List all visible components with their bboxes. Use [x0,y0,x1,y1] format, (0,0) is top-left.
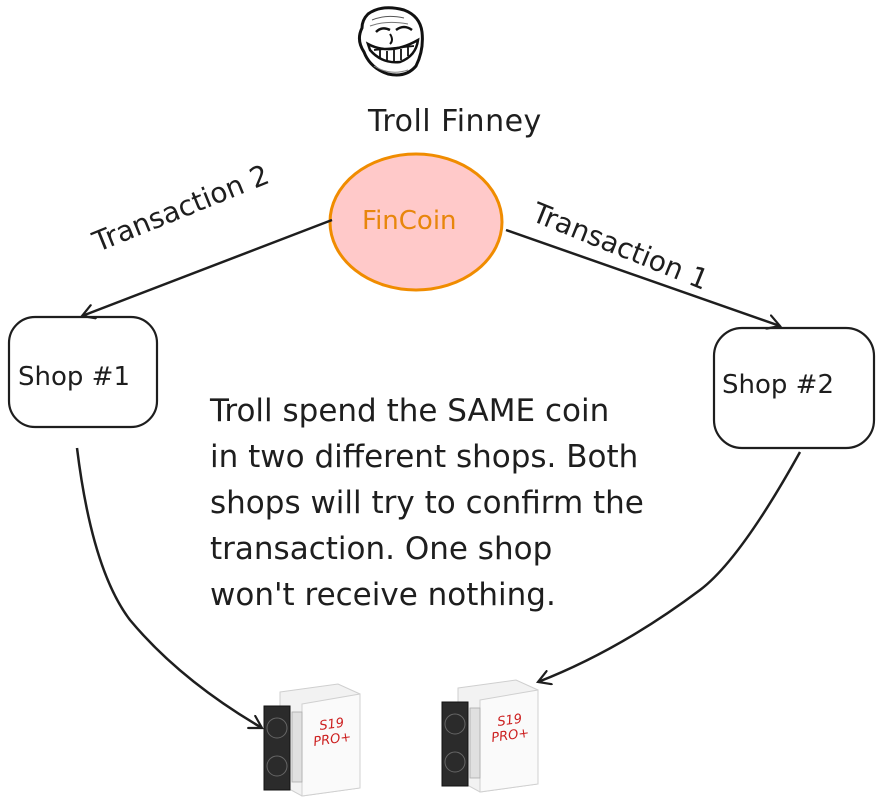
transaction-1-arrow [505,228,780,326]
miner-2-model-line1: S19 [496,712,523,730]
miner-1-model-line1: S19 [318,716,345,734]
note-line: Troll spend the SAME coin [210,393,610,429]
miner-1-image: S19 PRO+ [263,683,361,797]
shop-2-box [712,326,876,450]
miner-1-model-line2: PRO+ [312,730,352,750]
explanation-note: Troll spend the SAME coin in two differe… [210,388,720,618]
note-line: in two different shops. Both [210,439,639,475]
transaction-2-arrow [82,218,333,316]
shop-2-label: Shop #2 [722,370,834,400]
note-line: won't receive nothing. [210,577,556,613]
diagram-title: Troll Finney [368,104,542,139]
fincoin-label: FinCoin [362,206,457,236]
note-line: transaction. One shop [210,531,553,567]
miner-2-model-line2: PRO+ [490,726,530,746]
note-line: shops will try to confirm the [210,485,644,521]
miner-2-image: S19 PRO+ [441,679,539,793]
shop-1-to-miner-arrow [75,447,262,728]
shop-2-to-miner-arrow [538,451,802,682]
troll-face-icon [357,6,424,77]
shop-1-label: Shop #1 [18,362,130,392]
